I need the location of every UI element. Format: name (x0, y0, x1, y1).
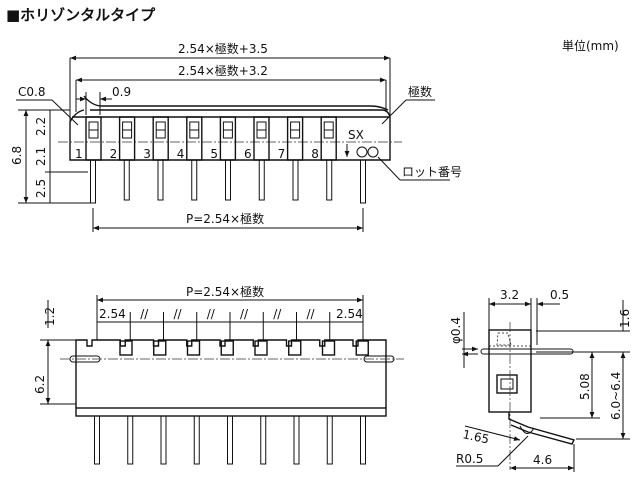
pin (326, 159, 333, 201)
unit-label: 単位(mm) (562, 38, 619, 53)
front-pin (193, 415, 200, 465)
front-pin (94, 415, 100, 465)
dim-h1: 2.2 (34, 117, 48, 136)
switch-top (355, 340, 369, 356)
front-pin (326, 415, 333, 465)
dim-overall-inner: 2.54×極数+3.2 (178, 63, 268, 78)
break-mark: // (273, 307, 282, 321)
offset-label: 0.9 (112, 85, 131, 99)
break-mark: // (207, 307, 216, 321)
front-h-body: 6.2 (33, 375, 47, 394)
front-pin (227, 415, 233, 465)
pin (157, 159, 164, 201)
lot-number-label: ロット番号 (402, 165, 462, 179)
pin (292, 159, 299, 201)
side-radius: R0.5 (456, 452, 483, 466)
side-pin-dia: φ0.4 (449, 317, 463, 344)
switch-top (119, 340, 133, 356)
position-number: 5 (210, 147, 218, 161)
break-mark: // (307, 307, 316, 321)
section-title: ■ホリゾンタルタイプ (6, 6, 156, 24)
side-top: 1.6 (618, 309, 632, 328)
switch-top (220, 340, 234, 356)
brand-mark: SX (348, 128, 364, 142)
front-h-top: 1.2 (43, 307, 57, 326)
side-bend: 1.65 (461, 427, 490, 446)
side-range: 6.0~6.4 (609, 372, 623, 420)
pin (225, 159, 231, 201)
position-number: 1 (75, 147, 83, 161)
front-pin (260, 415, 267, 465)
front-view: P=2.54×極数 2.54 2.54 // // // // // // 1.2 6.2 (33, 284, 404, 465)
front-pin (127, 415, 134, 465)
break-mark: // (240, 307, 249, 321)
switch-top (254, 340, 268, 356)
side-gap: 0.5 (550, 288, 569, 302)
position-number: 6 (244, 147, 252, 161)
poles-label: 極数 (408, 84, 432, 99)
dim-height-total: 6.8 (10, 146, 24, 165)
pin (360, 159, 366, 204)
position-number: 8 (311, 147, 319, 161)
side-view: 3.2 0.5 φ0.4 5.08 6.0~6.4 1.6 1.65 R0.5 … (449, 288, 632, 472)
side-pin-height: 5.08 (578, 373, 592, 400)
side-foot: 4.6 (533, 453, 552, 467)
position-number: 4 (177, 147, 185, 161)
switch-top (288, 340, 302, 356)
pin (191, 159, 198, 201)
chamfer-label: C0.8 (18, 85, 45, 99)
position-number: 7 (278, 147, 286, 161)
switch-top (321, 340, 336, 356)
switch-top (153, 340, 167, 356)
pin (90, 159, 96, 204)
front-pitch-left: 2.54 (99, 307, 126, 321)
pin (123, 159, 130, 201)
dim-pitch: P=2.54×極数 (186, 211, 264, 226)
front-pin (160, 415, 167, 465)
front-pin (293, 415, 300, 465)
dim-h2: 2.1 (34, 147, 48, 166)
switch-top (186, 340, 201, 356)
front-pitch-right: 2.54 (336, 307, 363, 321)
dim-h3: 2.5 (34, 179, 48, 198)
break-mark: // (140, 307, 149, 321)
side-width: 3.2 (500, 288, 519, 302)
break-mark: // (174, 307, 183, 321)
front-dim-pitch: P=2.54×極数 (186, 284, 264, 299)
top-view: 2.54×極数+3.5 2.54×極数+3.2 C0.8 0.9 極数 ロット番… (10, 41, 462, 232)
front-pin (360, 415, 366, 465)
position-number: 3 (143, 147, 151, 161)
position-number: 2 (110, 147, 118, 161)
pin (258, 159, 265, 201)
dim-overall-outer: 2.54×極数+3.5 (178, 41, 268, 56)
